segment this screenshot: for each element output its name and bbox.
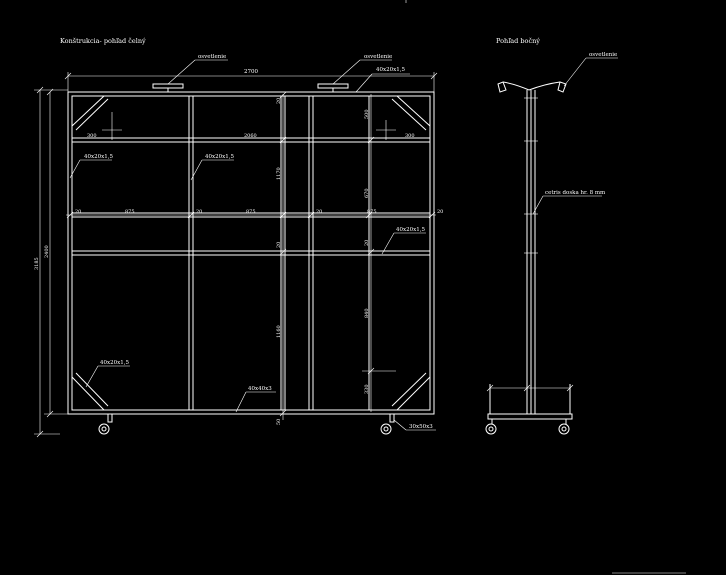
dim-2400: 2400: [44, 245, 50, 258]
dim-500: 500: [364, 109, 370, 119]
dim-left-verticals: [34, 86, 68, 438]
dim-300-left: 300: [87, 133, 97, 139]
dim-840: 840: [364, 308, 370, 318]
profile-label-foot: 30x50x3: [409, 424, 433, 430]
dim-20-c: 20: [316, 209, 322, 215]
osvetlenie-label-side: osvetlenie: [589, 52, 617, 58]
dim-2700: 2700: [244, 69, 258, 75]
dim-330: 330: [364, 384, 370, 394]
profile-label-right: 40x20x1,5: [396, 227, 425, 233]
profile-label-base: 40x40x3: [248, 386, 272, 392]
front-view-title: Konštrukcia- pohľad čelný: [60, 36, 146, 45]
dim-2060: 2060: [244, 133, 257, 139]
dim-overall-width: [64, 72, 438, 92]
dim-875-left: 875: [125, 209, 135, 215]
dim-vertical-right: [362, 94, 396, 412]
dim-300-right: 300: [405, 133, 415, 139]
dim-50: 50: [276, 419, 282, 425]
profile-label-top: 40x20x1,5: [376, 67, 405, 73]
dim-1160: 1160: [276, 325, 282, 338]
dim-20-mid: 20: [276, 242, 282, 248]
dim-row-mid: [66, 211, 436, 219]
dim-3185: 3185: [34, 257, 40, 270]
cetris-label: cetris doska hr. 8 mm: [545, 190, 606, 196]
dim-20-a: 20: [75, 209, 81, 215]
side-view-title: Pohľad bočný: [496, 37, 540, 45]
front-wheels: [98, 413, 436, 435]
osvetlenie-label-2: osvetlenie: [364, 54, 392, 60]
front-frame: [67, 91, 435, 415]
dim-1170: 1170: [276, 167, 282, 180]
profile-label-bottom-left: 40x20x1,5: [100, 360, 129, 366]
dim-875-center: 875: [246, 209, 256, 215]
dim-20-top: 20: [276, 98, 282, 104]
light-fixtures: [152, 59, 392, 92]
dim-vertical-center: [279, 91, 287, 420]
dim-20-d: 20: [437, 209, 443, 215]
profile-label-mid: 40x20x1,5: [205, 154, 234, 160]
profile-label-left: 40x20x1,5: [84, 154, 113, 160]
dim-20-b: 20: [196, 209, 202, 215]
osvetlenie-label-1: osvetlenie: [198, 54, 226, 60]
dim-875-right: 875: [367, 209, 377, 215]
dim-20-mid2: 20: [364, 240, 370, 246]
dim-670: 670: [364, 188, 370, 198]
side-view-drawing: [485, 57, 618, 435]
